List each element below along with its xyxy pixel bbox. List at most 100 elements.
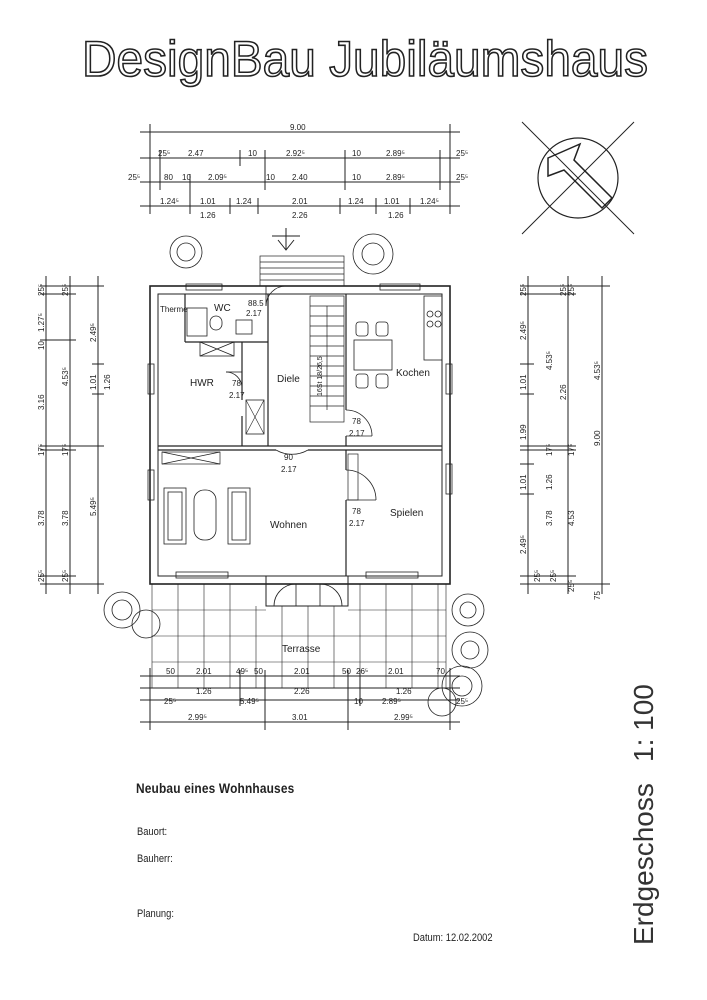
north-arrow-icon [521,121,635,235]
door-diele-height: 2.17 [349,429,365,438]
dim-bot-r4-2: 2.99⁵ [394,713,413,722]
dim-right-mid-3: 17⁵ [545,444,554,456]
floor-label: Erdgeschoss [628,783,659,945]
dim-bot-r1-6: 26⁵ [356,667,368,676]
dim-left-mid-3: 3.78 [61,510,70,526]
dim-right-outer-1: 4.53⁵ [593,361,602,380]
dim-left-outer-0: 25⁵ [37,284,46,296]
kitchen-fixtures [353,295,443,389]
dim-right-mid-6: 25⁵ [549,570,558,582]
dim-left-inner-0: 2.49⁵ [89,323,98,342]
dimension-lines-left [40,276,104,594]
dim-left-mid-2: 17⁵ [61,444,70,456]
dim-right-inner-4: 1.01 [519,474,528,490]
room-label-diele: Diele [277,374,300,385]
house-title: DesignBau Jubiläumshaus [81,30,649,88]
dim-left-inner-3: 5.49⁵ [89,497,98,516]
dim-left-mid-1: 4.53⁵ [61,367,70,386]
dim-bot-r2-0: 1.26 [196,687,212,696]
dim-bot-r1-5: 50 [342,667,351,676]
dim-left-outer-6: 25⁵ [37,570,46,582]
title-text: DesignBau Jubiläumshaus [82,31,648,87]
door-spielen-height: 2.17 [349,519,365,528]
dim-top-r2-1: 80 [164,173,173,182]
room-label-spielen: Spielen [390,508,423,519]
interior-walls [158,294,442,576]
dim-right-outer-3: 9.00 [593,430,602,446]
dim-top-r2-0: 25⁵ [128,173,140,182]
dim-bot-r3-2: 10 [354,697,363,706]
dim-right-outer-5: 25⁵ [567,580,576,592]
dim-top-r3-2: 1.24 [236,197,252,206]
dim-left-mid-0: 25⁵ [61,284,70,296]
door-wohnen-width: 90 [284,453,293,462]
project-title: Neubau eines Wohnhauses [136,780,295,796]
door-hwr-width: 78 [232,379,241,388]
dim-top-r3-3: 2.01 [292,197,308,206]
bathroom-fixtures [186,307,253,357]
dim-left-mid-4: 25⁵ [61,570,70,582]
bauort-label: Bauort: [137,826,168,838]
dim-right-inner-1: 2.49⁵ [519,321,528,340]
dim-right-outer-2: 17⁵ [567,444,576,456]
dim-top-r3-5: 1.01 [384,197,400,206]
stair-note: 16St 18/26,5 [317,356,324,396]
dim-top-r2-7: 2.89⁵ [386,173,405,182]
dimension-text-left: 25⁵ 1.27⁵ 10 3.16 17⁵ 3.78 25⁵ 25⁵ 4.53⁵… [37,284,112,582]
dim-bot-r1-3: 50 [254,667,263,676]
living-room-furniture [163,487,251,545]
scale-label: 1: 100 [628,684,659,762]
dim-right-inner-3: 1.99 [519,424,528,440]
room-label-therme: Therme [160,305,188,314]
dim-top-r2-3: 2.09⁵ [208,173,227,182]
dim-top-r1-1: 2.47 [188,149,204,158]
dim-top-r2-6: 10 [352,173,361,182]
dim-bot-r1-7: 2.01 [388,667,404,676]
dim-right-outer-0: 25⁵ [567,284,576,296]
dim-bot-r1-2: 49⁵ [236,667,248,676]
dimension-lines-bottom [140,668,460,730]
dim-right-inner-5: 2.49⁵ [519,535,528,554]
door-annotations: 88.5 2.17 78 2.17 78 2.17 90 2.17 78 2.1… [229,299,365,528]
dim-top-r4-0: 1.26 [200,211,216,220]
room-label-kochen: Kochen [396,368,430,379]
dim-left-outer-3: 3.16 [37,394,46,410]
dim-bot-r1-4: 2.01 [294,667,310,676]
dim-left-outer-1: 1.27⁵ [37,313,46,332]
dim-top-r3-6: 1.24⁵ [420,197,439,206]
door-spielen-width: 78 [352,507,361,516]
dim-top-r1-3: 2.92⁵ [286,149,305,158]
dim-bot-r3-1: 5.49⁵ [240,697,259,706]
dim-top-total: 9.00 [290,123,306,132]
dim-right-outer-6: 75 [593,591,602,600]
dim-right-mid-5: 3.78 [545,510,554,526]
dim-bot-r1-1: 2.01 [196,667,212,676]
dimension-lines-top [140,124,460,214]
room-label-hwr: HWR [190,378,214,389]
entrance-arrow-icon [272,228,300,251]
dim-right-inner-0: 25⁵ [519,284,528,296]
dimension-lines-right [520,276,610,594]
door-diele-width: 78 [352,417,361,426]
tree-icon [103,233,489,717]
dimension-text-top: 9.00 25⁵ 2.47 10 2.92⁵ 10 2.89⁵ 25⁵ 25⁵ … [128,123,468,220]
dim-top-r4-1: 2.26 [292,211,308,220]
dimension-text-bottom: 50 2.01 49⁵ 50 2.01 50 26⁵ 2.01 70 1.26 … [164,667,468,722]
dim-left-outer-4: 17⁵ [37,444,46,456]
bauherr-label: Bauherr: [137,853,173,865]
dim-right-inner-6: 25⁵ [533,570,542,582]
staircase [309,295,345,423]
dim-top-r2-5: 2.40 [292,173,308,182]
dim-bot-r2-2: 1.26 [396,687,412,696]
dim-top-r4-2: 1.26 [388,211,404,220]
date-value: 12.02.2002 [445,932,493,944]
dim-bot-r3-0: 25⁵ [164,697,176,706]
dim-right-outer-4: 4.53 [567,510,576,526]
dim-right-mid-1: 4.53⁵ [545,351,554,370]
dim-right-inner-2: 1.01 [519,374,528,390]
dim-bot-r1-0: 50 [166,667,175,676]
dim-top-r1-4: 10 [352,149,361,158]
dim-top-r3-0: 1.24⁵ [160,197,179,206]
dim-right-mid-2: 2.26 [559,384,568,400]
dim-top-r1-6: 25⁵ [456,149,468,158]
